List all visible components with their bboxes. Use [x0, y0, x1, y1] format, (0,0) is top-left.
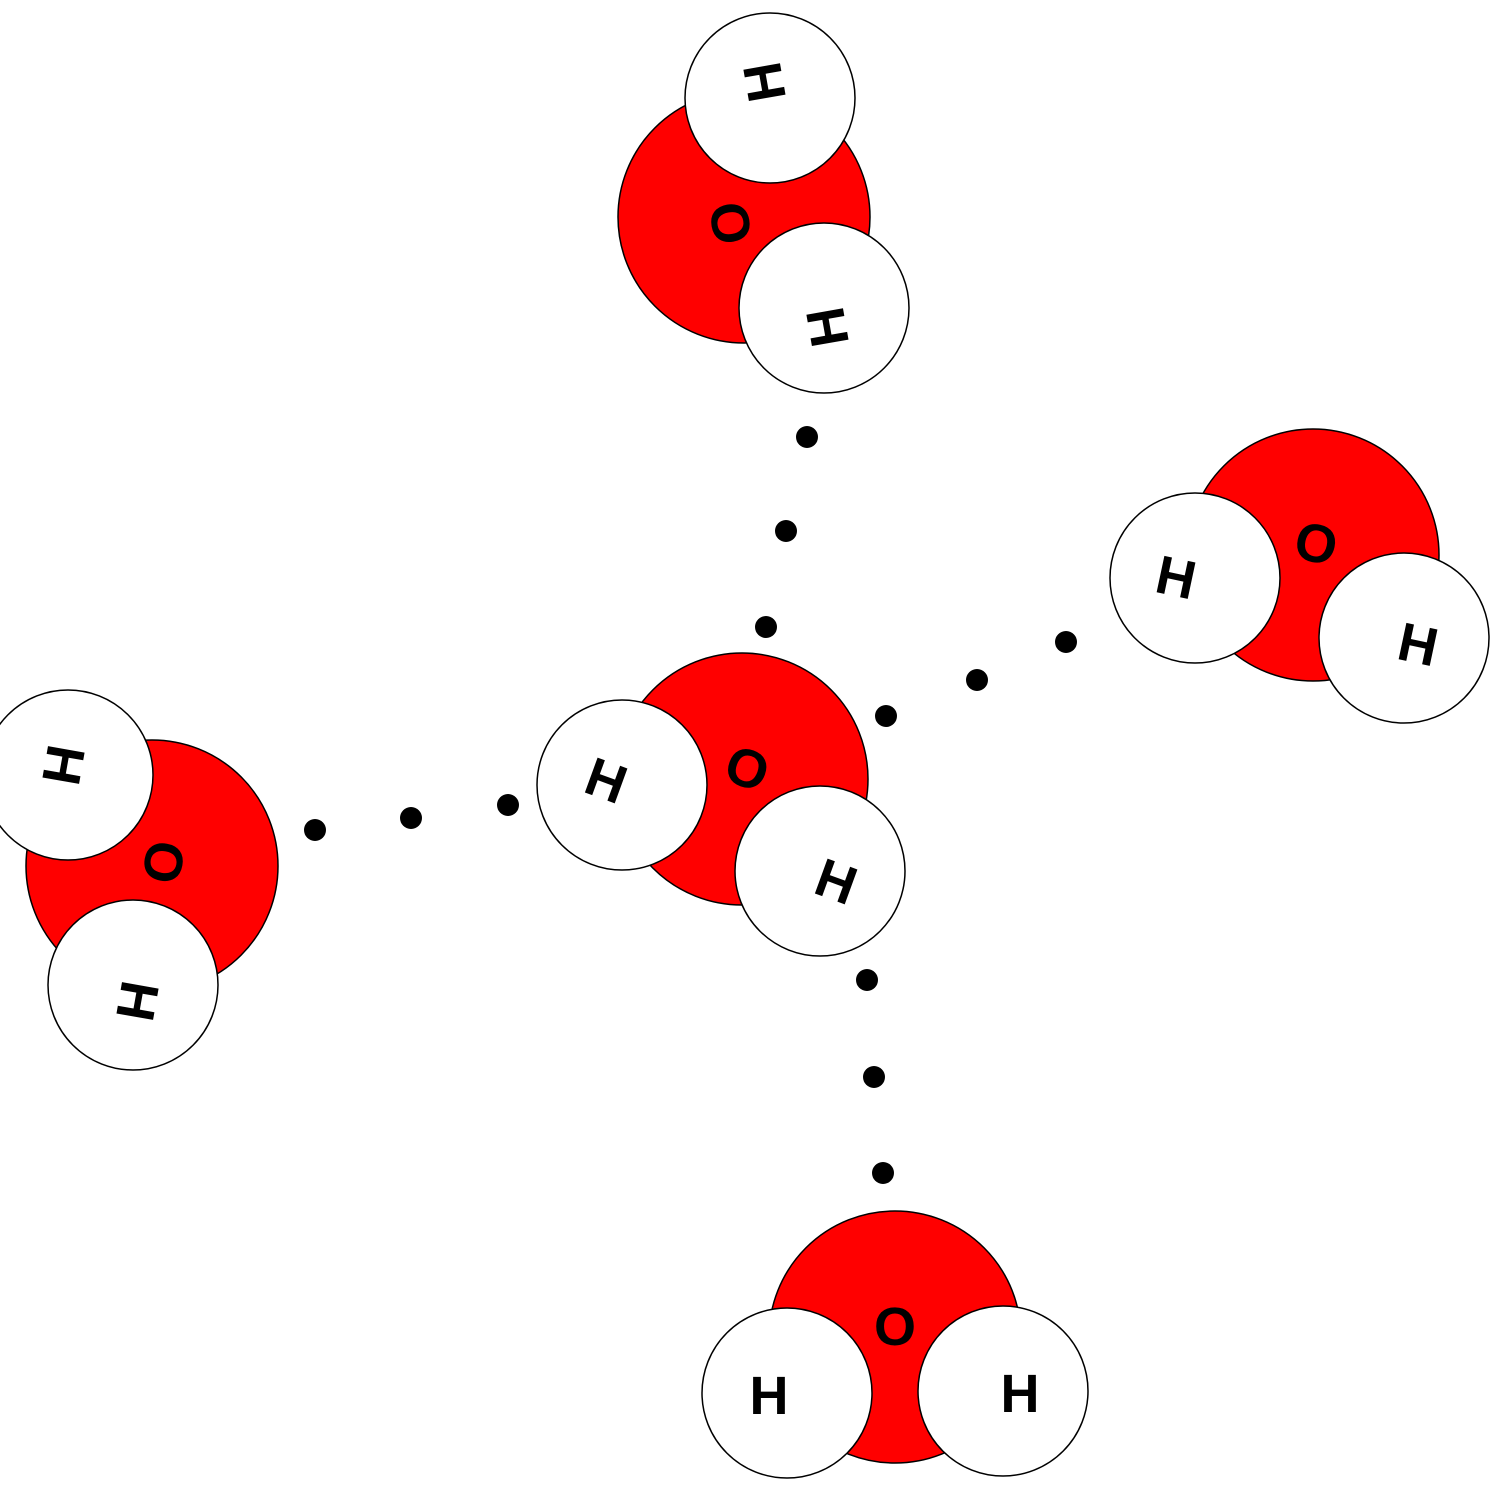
hydrogen-atom — [1109, 492, 1281, 664]
bond-dot — [796, 426, 818, 448]
oxygen-label: O — [874, 1297, 916, 1357]
hydrogen-atom — [1318, 552, 1490, 724]
bond-dot — [755, 616, 777, 638]
hydrogen-label: H — [750, 1366, 789, 1426]
hydrogen-atom — [917, 1305, 1089, 1477]
hydrogen-bond-bottom — [856, 969, 894, 1184]
hydrogen-atom — [734, 785, 906, 957]
bond-dot — [497, 794, 519, 816]
hydrogen-atom — [536, 699, 708, 871]
hydrogen-atom — [0, 689, 154, 861]
bond-dot — [304, 819, 326, 841]
hydrogen-label: H — [1001, 1364, 1040, 1424]
hydrogen-bond-right — [875, 631, 1077, 727]
bond-dot — [875, 705, 897, 727]
water-molecule-right: O H H — [1109, 428, 1490, 724]
bond-dot — [775, 520, 797, 542]
oxygen-label: O — [698, 197, 764, 249]
bond-dot — [863, 1066, 885, 1088]
water-molecule-top: O H H — [617, 12, 910, 394]
water-molecule-left: O H H — [0, 689, 279, 1071]
hydrogen-atom — [701, 1307, 873, 1479]
oxygen-label: O — [130, 836, 196, 888]
water-molecule-center: O H H — [536, 652, 906, 957]
bond-dot — [966, 669, 988, 691]
water-molecule-bottom: O H H — [701, 1210, 1089, 1479]
hydrogen-bond-top — [755, 426, 818, 638]
bond-dot — [1055, 631, 1077, 653]
hydrogen-bond-left — [304, 794, 519, 841]
bond-dot — [400, 807, 422, 829]
hydrogen-atom — [684, 12, 856, 184]
hydrogen-atom — [738, 222, 910, 394]
bond-dot — [872, 1162, 894, 1184]
hydrogen-atom — [47, 899, 219, 1071]
bond-dot — [856, 969, 878, 991]
